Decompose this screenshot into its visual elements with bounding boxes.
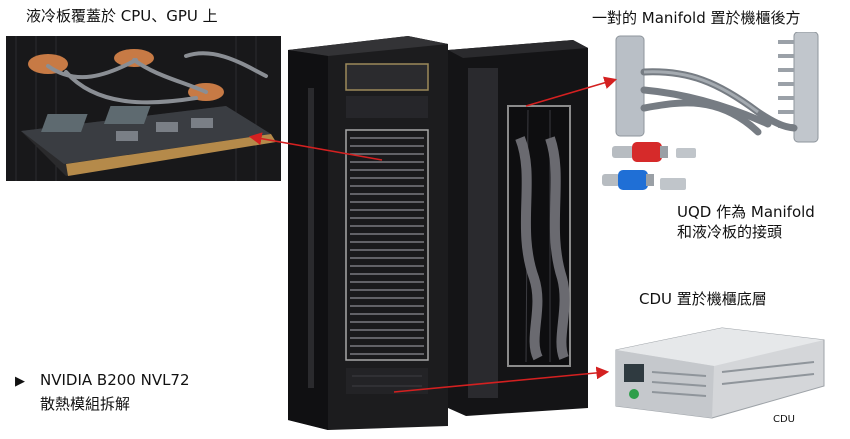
manifold-label: 一對的 Manifold 置於機櫃後方: [592, 9, 801, 27]
cdu-unit-photo: [602, 322, 830, 430]
cdu-unit-caption: CDU: [773, 414, 796, 425]
cdu-label: CDU 置於機櫃底層: [639, 290, 767, 308]
uqd-label-line2: 和液冷板的接頭: [677, 223, 783, 241]
cold-plate-tray-photo: [6, 36, 281, 181]
product-title-line2: 散熱模組拆解: [40, 395, 131, 413]
product-title-line1: NVIDIA B200 NVL72: [40, 371, 190, 389]
uqd-couplers-photo: [598, 138, 708, 200]
cold-plate-label: 液冷板覆蓋於 CPU、GPU 上: [26, 7, 218, 25]
manifold-photo: [608, 32, 826, 145]
rack-cabinets-photo: [288, 28, 595, 430]
bullet-icon: ▶: [15, 374, 25, 389]
uqd-label-line1: UQD 作為 Manifold: [677, 203, 815, 221]
